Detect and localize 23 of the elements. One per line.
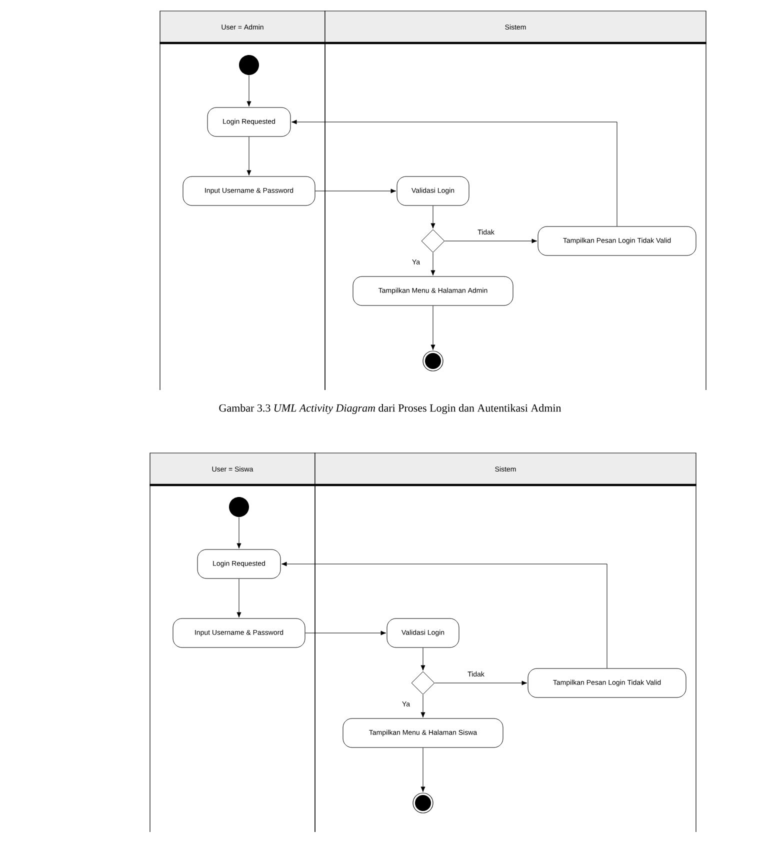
arrow (281, 562, 608, 668)
start-node (239, 55, 259, 75)
arrow (420, 694, 426, 718)
arrow (236, 516, 242, 549)
arrow (315, 188, 396, 194)
decision-diamond (421, 229, 445, 253)
end-node (412, 792, 434, 814)
arrow (246, 136, 252, 176)
start-node (229, 497, 249, 517)
arrow (444, 238, 538, 244)
end-node (422, 350, 444, 372)
arrow (430, 206, 436, 229)
arrow (434, 680, 528, 686)
arrow (430, 306, 436, 350)
arrow (420, 648, 426, 671)
decision-diamond (411, 671, 435, 695)
arrow (305, 630, 386, 636)
arrow (430, 252, 436, 276)
arrow (236, 578, 242, 618)
arrow (246, 74, 252, 107)
caption: Gambar 3.3 UML Activity Diagram dari Proses Login dan Autentikasi Admin (219, 404, 562, 414)
arrow (291, 120, 618, 226)
arrow (420, 748, 426, 792)
